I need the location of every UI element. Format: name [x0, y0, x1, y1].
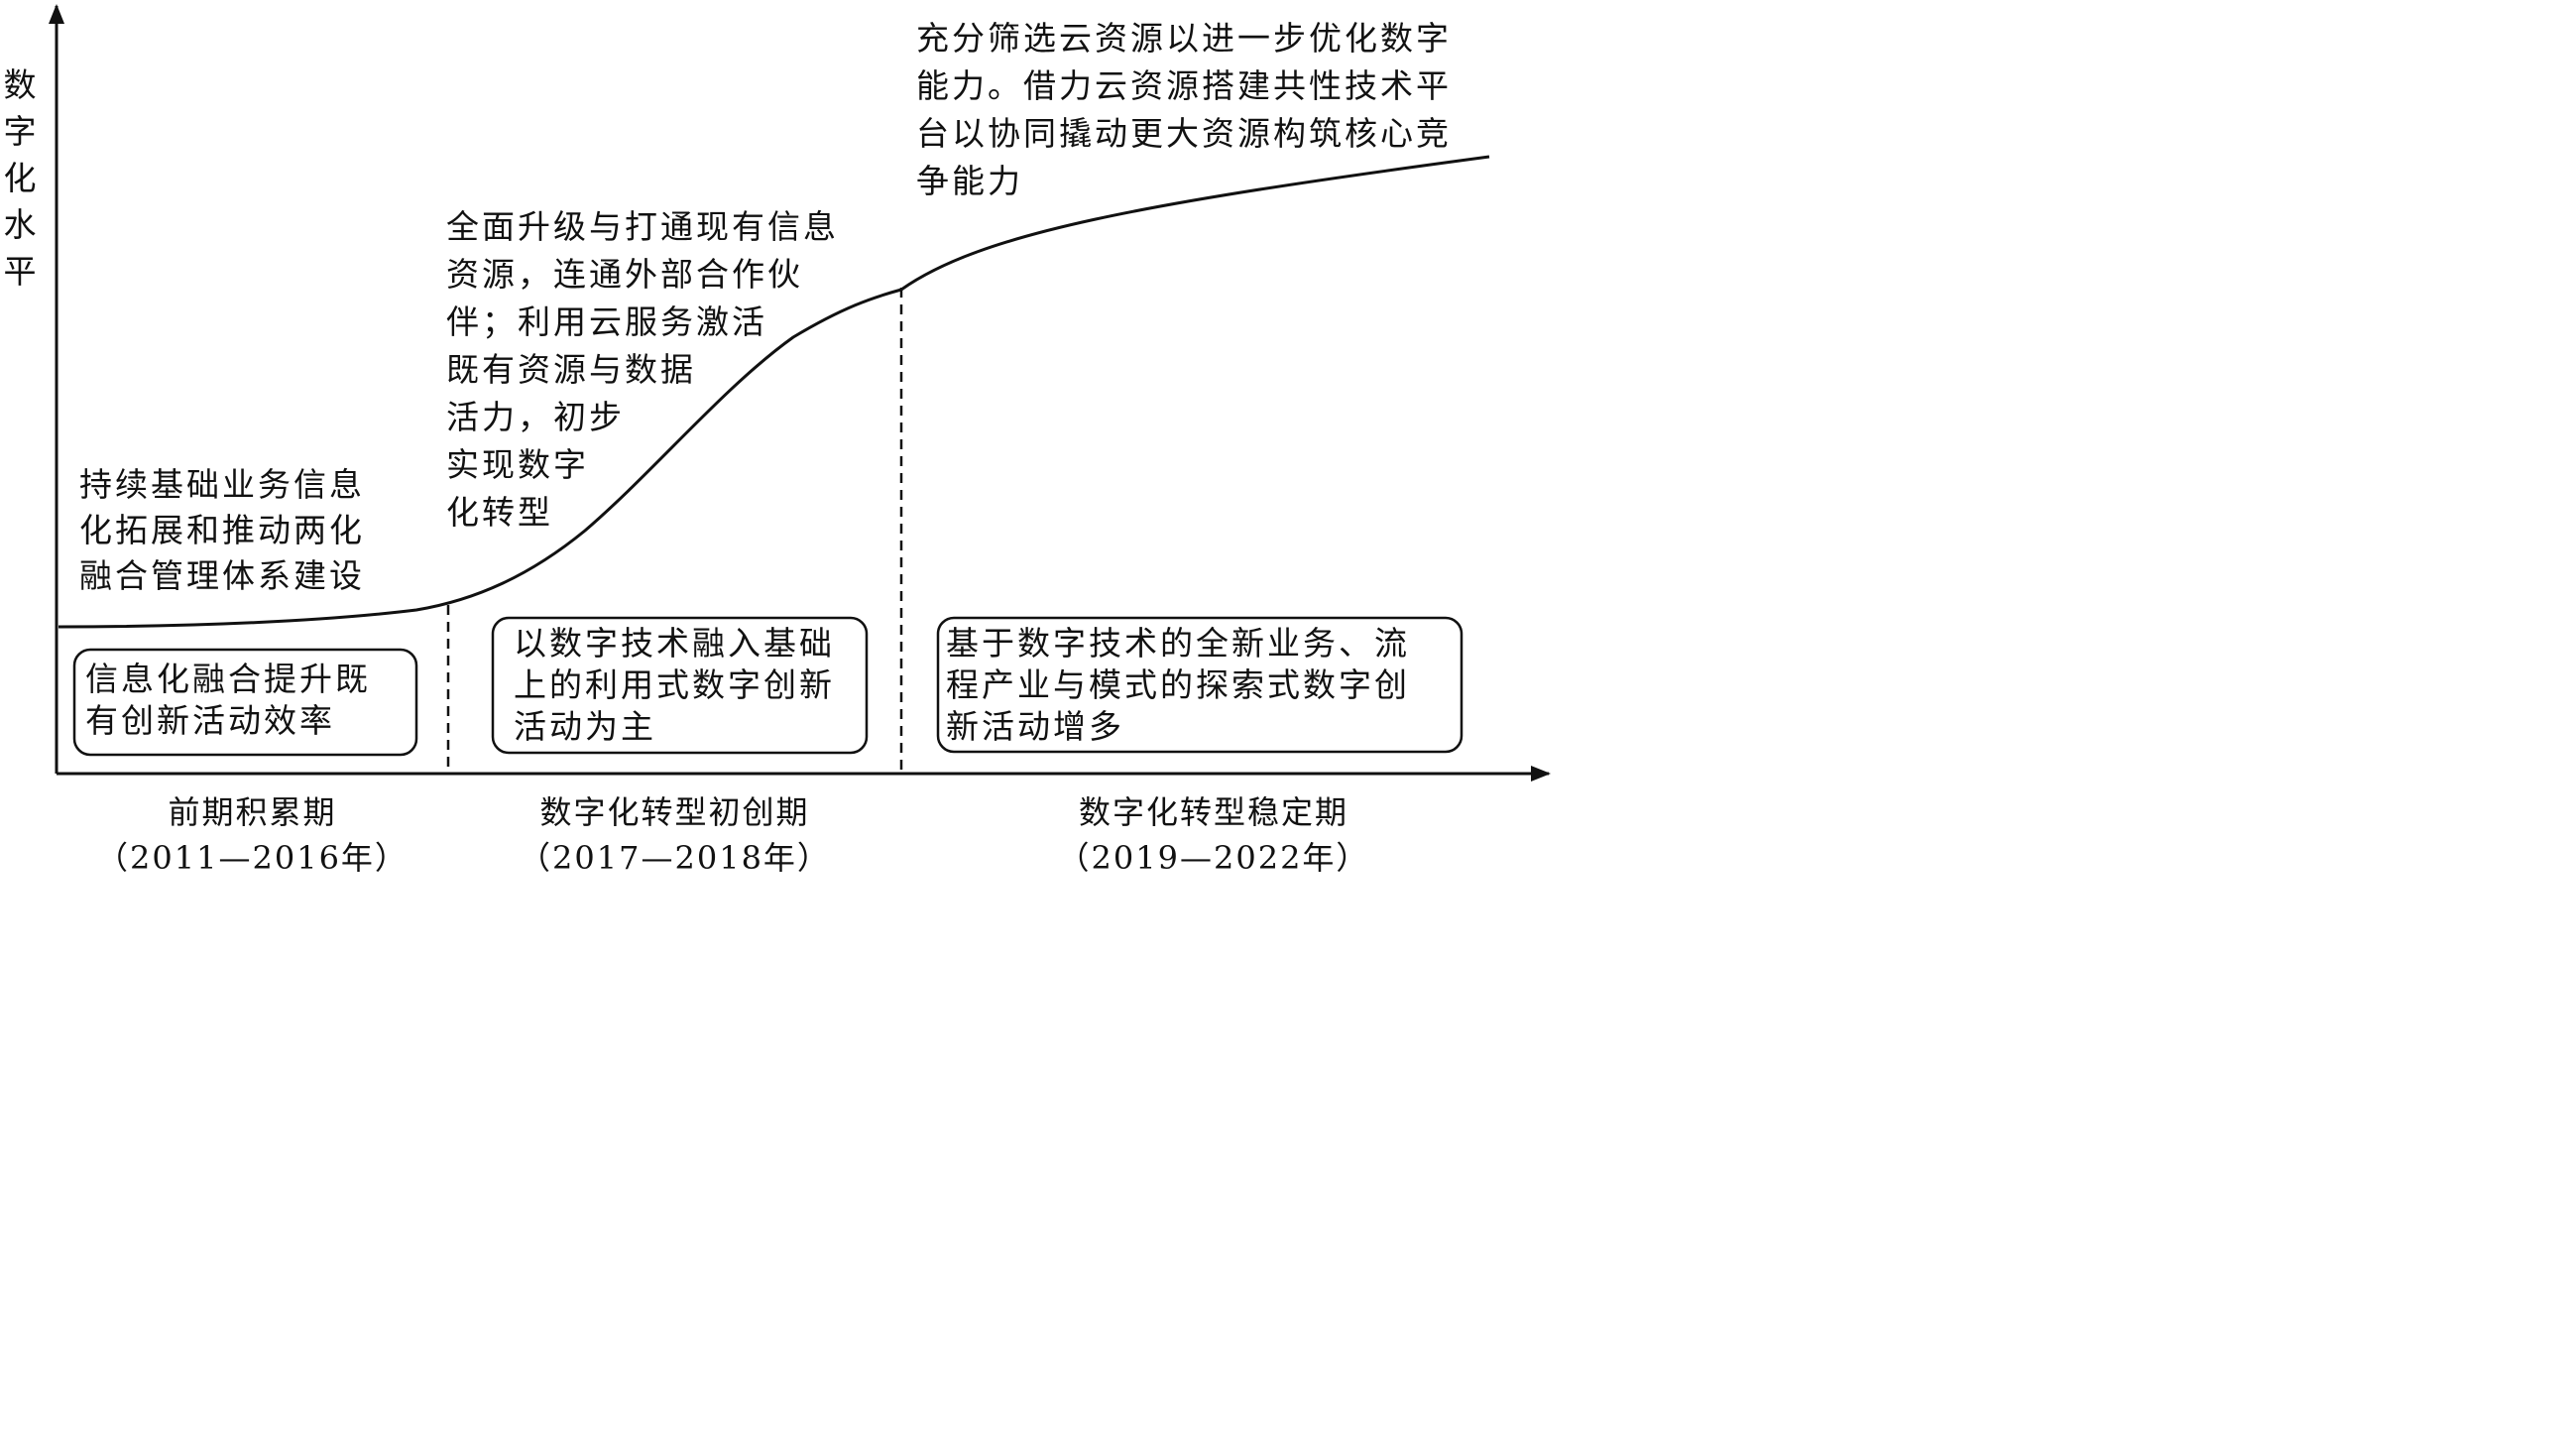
stage-1-description-line: 持续基础业务信息 [79, 465, 365, 504]
stage-2-description-line: 伴；利用云服务激活 [446, 302, 767, 341]
innovation-box-1-line: 信息化融合提升既 [85, 660, 371, 698]
innovation-box-2-line: 活动为主 [514, 707, 656, 746]
stage-2-description: 全面升级与打通现有信息 资源，连通外部合作伙 伴；利用云服务激活 既有资源与数据… [446, 203, 839, 537]
stage-3-description-line: 台以协同撬动更大资源构筑核心竞 [916, 114, 1452, 153]
stage-2-description-line: 活力，初步 [446, 398, 625, 436]
innovation-box-3: 基于数字技术的全新业务、流 程产业与模式的探索式数字创 新活动增多 [946, 623, 1410, 748]
innovation-box-2: 以数字技术融入基础 上的利用式数字创新 活动为主 [514, 623, 835, 748]
innovation-box-1-line: 有创新活动效率 [85, 701, 335, 740]
phase-label-2: 数字化转型初创期 （2017—2018年） [448, 789, 901, 881]
digitalization-level-curve [58, 155, 1490, 629]
y-axis-label-char: 水 [3, 205, 37, 244]
y-axis-label-char: 平 [3, 252, 37, 291]
y-axis-label: 数 字 化 水 平 [0, 61, 40, 295]
innovation-box-3-line: 基于数字技术的全新业务、流 [946, 624, 1410, 663]
stage-2-description-line: 实现数字 [446, 445, 589, 484]
stage-3-description-line: 争能力 [916, 162, 1023, 200]
phase-2-name: 数字化转型初创期 [539, 793, 810, 831]
stage-3-description-line: 充分筛选云资源以进一步优化数字 [916, 19, 1452, 58]
innovation-box-3-frame [936, 616, 1464, 754]
stage-2-description-line: 既有资源与数据 [446, 350, 696, 389]
y-axis-label-char: 数 [3, 65, 37, 104]
stage-1-description: 持续基础业务信息 化拓展和推动两化 融合管理体系建设 [79, 462, 365, 599]
phase-label-3: 数字化转型稳定期 （2019—2022年） [901, 789, 1526, 881]
y-axis-label-char: 化 [3, 159, 37, 197]
stage-1-description-line: 化拓展和推动两化 [79, 511, 365, 549]
innovation-box-2-line: 上的利用式数字创新 [514, 665, 835, 704]
phase-2-years: （2017—2018年） [519, 839, 831, 877]
phase-3-name: 数字化转型稳定期 [1078, 793, 1348, 831]
diagram-canvas [49, 4, 1551, 782]
stage-3-description: 充分筛选云资源以进一步优化数字 能力。借力云资源搭建共性技术平 台以协同撬动更大… [916, 15, 1452, 205]
stage-2-description-line: 资源，连通外部合作伙 [446, 255, 803, 294]
innovation-box-1-frame [72, 648, 418, 757]
stage-3-description-line: 能力。借力云资源搭建共性技术平 [916, 66, 1452, 105]
innovation-box-3-line: 新活动增多 [946, 707, 1124, 746]
innovation-box-2-frame [491, 616, 869, 755]
phase-1-name: 前期积累期 [168, 793, 337, 831]
stage-2-description-line: 化转型 [446, 493, 553, 532]
innovation-box-1: 信息化融合提升既 有创新活动效率 [85, 659, 371, 742]
digital-transformation-diagram: 数 字 化 水 平 持续基础业务信息 化拓展和推动两化 融合管理体系建设 全面升… [0, 0, 1555, 885]
stage-2-description-line: 全面升级与打通现有信息 [446, 207, 839, 246]
stage-1-description-line: 融合管理体系建设 [79, 556, 365, 595]
phase-1-years: （2011—2016年） [96, 839, 409, 877]
phase-label-1: 前期积累期 （2011—2016年） [57, 789, 448, 881]
phase-3-years: （2019—2022年） [1057, 839, 1370, 877]
innovation-box-2-line: 以数字技术融入基础 [514, 624, 835, 663]
y-axis-label-char: 字 [3, 112, 37, 151]
innovation-box-3-line: 程产业与模式的探索式数字创 [946, 665, 1410, 704]
